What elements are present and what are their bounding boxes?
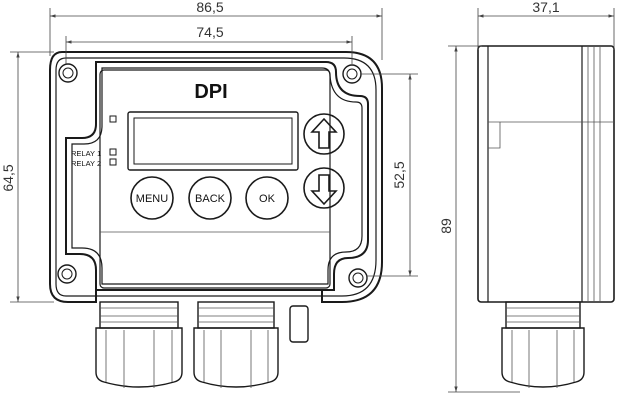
ok-button-label: OK (259, 193, 276, 205)
screw-hole-top-right (342, 64, 362, 84)
housing-inner-outline (55, 57, 377, 297)
back-button-label: BACK (195, 193, 226, 205)
relay1-led (109, 148, 117, 156)
cable-gland-left (95, 301, 183, 388)
down-button[interactable] (303, 167, 345, 209)
housing-outline (49, 51, 383, 303)
screw-hole-bottom-right (348, 268, 368, 288)
status-led (109, 115, 117, 123)
ok-button[interactable]: OK (245, 176, 289, 220)
arrow-down-icon (310, 174, 338, 206)
front-dimensions: 86,5 74,5 64,5 52,5 (0, 0, 418, 303)
back-button[interactable]: BACK (188, 176, 232, 220)
side-dimensions: 37,1 89 (438, 0, 615, 393)
dim-overall-width: 86,5 (196, 0, 223, 15)
lid-inner-outline (71, 67, 363, 285)
screw-hole-top-left (58, 63, 78, 83)
device-label: DPI (194, 81, 227, 103)
dim-side-depth: 37,1 (532, 0, 559, 15)
relay2-led (109, 158, 117, 166)
dim-overall-height: 64,5 (0, 164, 16, 191)
lcd-display (127, 111, 299, 171)
front-panel (99, 69, 331, 289)
pressure-port (289, 305, 309, 343)
dim-inner-height: 52,5 (391, 161, 407, 188)
dim-side-height: 89 (438, 218, 454, 234)
dim-inner-width: 74,5 (196, 24, 223, 40)
lid-outline (65, 61, 369, 291)
lcd-screen (133, 117, 293, 165)
menu-button[interactable]: MENU (130, 176, 174, 220)
menu-button-label: MENU (136, 193, 168, 205)
relay1-label: RELAY 1 (71, 149, 101, 158)
front-view: DPI RELAY 1 RELAY 2 MENU BACK OK (49, 51, 383, 388)
arrow-up-icon (310, 117, 338, 149)
side-view (477, 45, 615, 388)
cable-gland-right (193, 301, 279, 388)
up-button[interactable] (303, 113, 345, 155)
relay2-label: RELAY 2 (71, 159, 101, 168)
side-cable-gland (501, 301, 585, 388)
screw-hole-bottom-left (57, 264, 77, 284)
